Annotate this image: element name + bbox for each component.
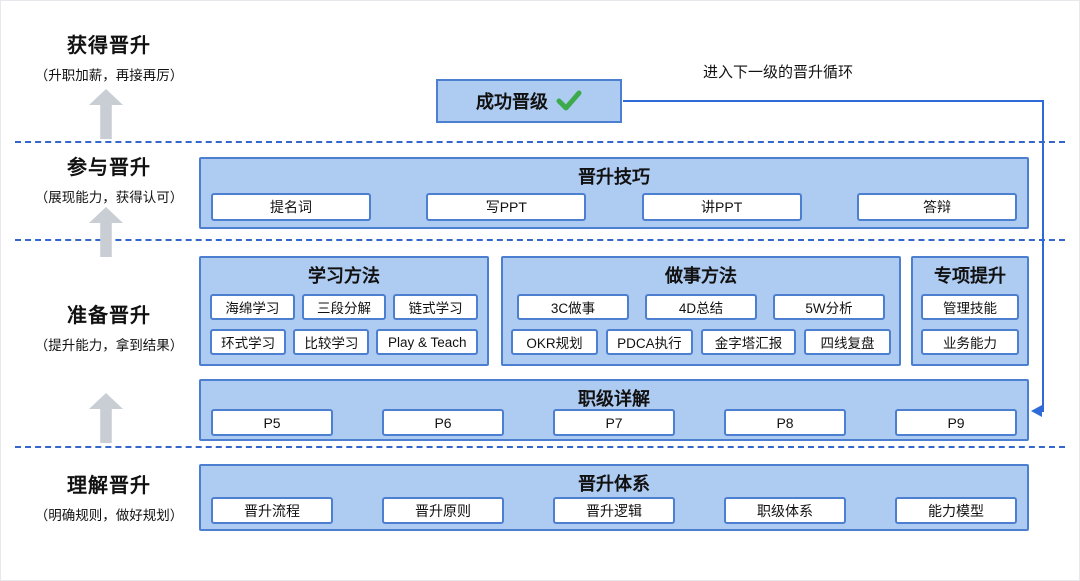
- system-chip: 晋升流程: [211, 497, 333, 524]
- learning-chip: 环式学习: [210, 329, 287, 355]
- stage-get-promoted: 获得晋升 （升职加薪，再接再厉）: [9, 29, 209, 84]
- doing-chip: PDCA执行: [605, 329, 693, 355]
- stage-divider: [15, 446, 1065, 448]
- doing-chip: 金字塔汇报: [700, 329, 797, 355]
- doing-chip: 3C做事: [517, 294, 629, 320]
- panel-skills: 晋升技巧 提名词 写PPT 讲PPT 答辩: [199, 157, 1029, 229]
- system-chip: 晋升原则: [382, 497, 504, 524]
- panel-title: 晋升体系: [578, 474, 650, 494]
- panel-doing: 做事方法 3C做事 4D总结 5W分析 OKR规划 PDCA执行 金字塔汇报 四…: [501, 256, 901, 366]
- learning-chip: 三段分解: [301, 294, 387, 320]
- panel-title: 职级详解: [578, 389, 650, 409]
- skill-chip: 答辩: [856, 193, 1017, 221]
- system-chip: 能力模型: [895, 497, 1017, 524]
- stage-title: 获得晋升: [67, 35, 151, 57]
- stage-subtitle: （明确规则，做好规划）: [34, 508, 184, 523]
- skill-chip: 讲PPT: [641, 193, 802, 221]
- stage-prepare: 准备晋升 （提升能力，拿到结果）: [9, 299, 209, 354]
- learning-chip: Play & Teach: [376, 329, 478, 355]
- level-chip: P5: [211, 409, 333, 436]
- stage-divider: [15, 239, 1065, 241]
- learning-chip: 海绵学习: [210, 294, 295, 320]
- panel-title: 做事方法: [665, 266, 737, 286]
- stage-title: 参与晋升: [67, 157, 151, 179]
- up-arrow-icon: [89, 207, 123, 257]
- panel-title: 专项提升: [934, 266, 1006, 286]
- learning-chip: 比较学习: [293, 329, 370, 355]
- panel-system: 晋升体系 晋升流程 晋升原则 晋升逻辑 职级体系 能力模型: [199, 464, 1029, 531]
- panel-learning: 学习方法 海绵学习 三段分解 链式学习 环式学习 比较学习 Play & Tea…: [199, 256, 489, 366]
- doing-chip: 4D总结: [645, 294, 757, 320]
- stage-participate: 参与晋升 （展现能力，获得认可）: [9, 151, 209, 206]
- special-chip: 管理技能: [921, 294, 1019, 320]
- skill-chip: 写PPT: [426, 193, 587, 221]
- special-chip: 业务能力: [921, 329, 1019, 355]
- level-chip: P6: [382, 409, 504, 436]
- stage-understand: 理解晋升 （明确规则，做好规划）: [9, 469, 209, 524]
- doing-chip: 5W分析: [773, 294, 885, 320]
- level-chip: P8: [724, 409, 846, 436]
- system-chip: 职级体系: [724, 497, 846, 524]
- loop-note: 进入下一级的晋升循环: [703, 64, 854, 81]
- level-chip: P9: [895, 409, 1017, 436]
- check-icon: [556, 90, 582, 111]
- up-arrow-icon: [89, 393, 123, 443]
- level-chip: P7: [553, 409, 675, 436]
- stage-title: 准备晋升: [67, 305, 151, 327]
- stage-title: 理解晋升: [67, 475, 151, 497]
- success-label: 成功晋级: [476, 92, 548, 112]
- doing-chip: 四线复盘: [804, 329, 891, 355]
- stage-subtitle: （升职加薪，再接再厉）: [34, 68, 184, 83]
- learning-chip: 链式学习: [393, 294, 479, 320]
- stage-subtitle: （展现能力，获得认可）: [34, 190, 184, 205]
- panel-title: 晋升技巧: [578, 167, 650, 187]
- panel-levels: 职级详解 P5 P6 P7 P8 P9: [199, 379, 1029, 441]
- success-box: 成功晋级: [436, 79, 622, 123]
- up-arrow-icon: [89, 89, 123, 139]
- stage-divider: [15, 141, 1065, 143]
- skill-chip: 提名词: [211, 193, 371, 221]
- system-chip: 晋升逻辑: [553, 497, 675, 524]
- doing-chip: OKR规划: [511, 329, 598, 355]
- stage-subtitle: （提升能力，拿到结果）: [34, 338, 184, 353]
- panel-special: 专项提升 管理技能 业务能力: [911, 256, 1029, 366]
- panel-title: 学习方法: [308, 266, 380, 286]
